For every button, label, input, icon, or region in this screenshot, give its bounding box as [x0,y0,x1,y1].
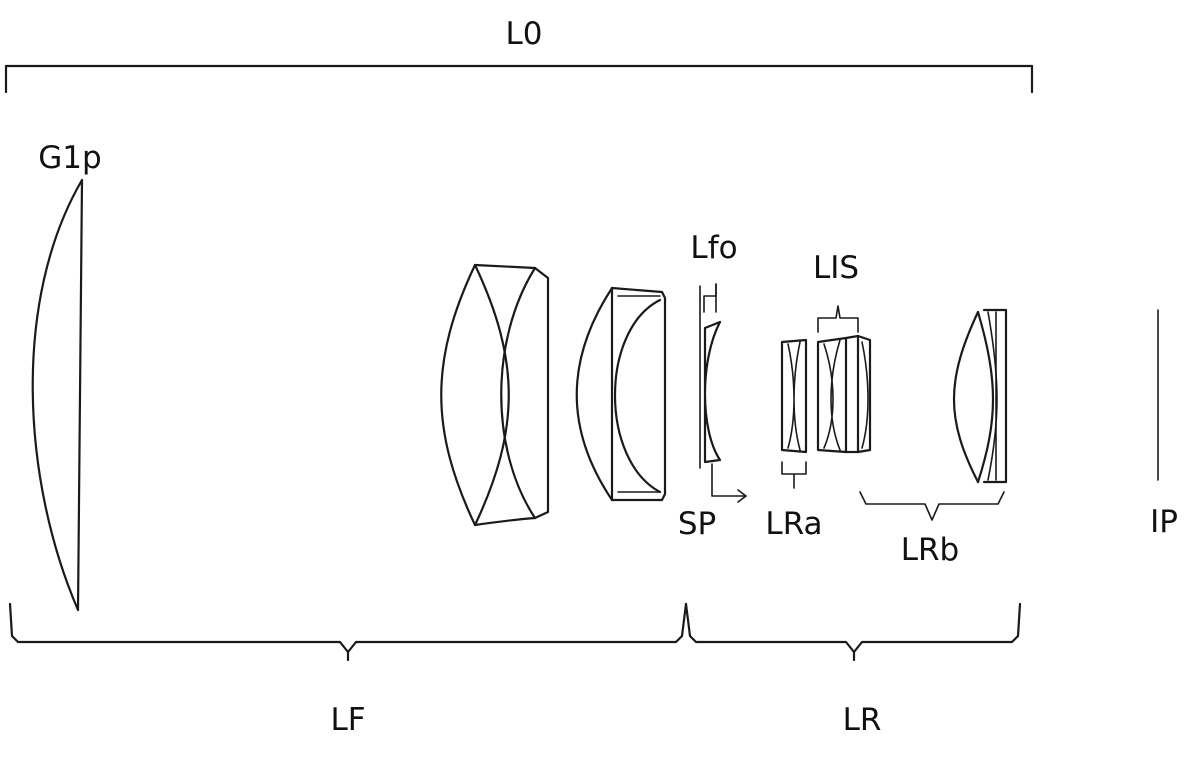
g1p-label: G1p [38,140,101,176]
cemented-doublet-2 [575,286,667,502]
lis-bracket [817,305,859,333]
lrb-lens-group [952,308,1008,484]
sp-label: SP [678,506,716,542]
cemented-doublet-1 [440,263,550,527]
lis-lens-group [816,334,872,454]
lfo-bracket [703,283,717,313]
lra-label: LRa [765,506,822,542]
lra-bracket [781,461,807,489]
ip-label: IP [1150,504,1178,540]
lf-label: LF [330,702,365,738]
lf-bracket [8,602,688,662]
lr-bracket [684,602,1022,662]
stop-sp [699,285,747,503]
lfo-lens [703,320,722,464]
lfo-label: Lfo [690,230,737,266]
lra-lens [780,338,808,454]
g1p-lens [31,178,84,612]
l0-label: L0 [506,16,543,52]
l0-bracket [4,64,1034,94]
lrb-label: LRb [901,532,960,568]
lis-label: LIS [813,250,859,286]
lrb-bracket [859,491,1005,521]
lr-label: LR [843,702,882,738]
